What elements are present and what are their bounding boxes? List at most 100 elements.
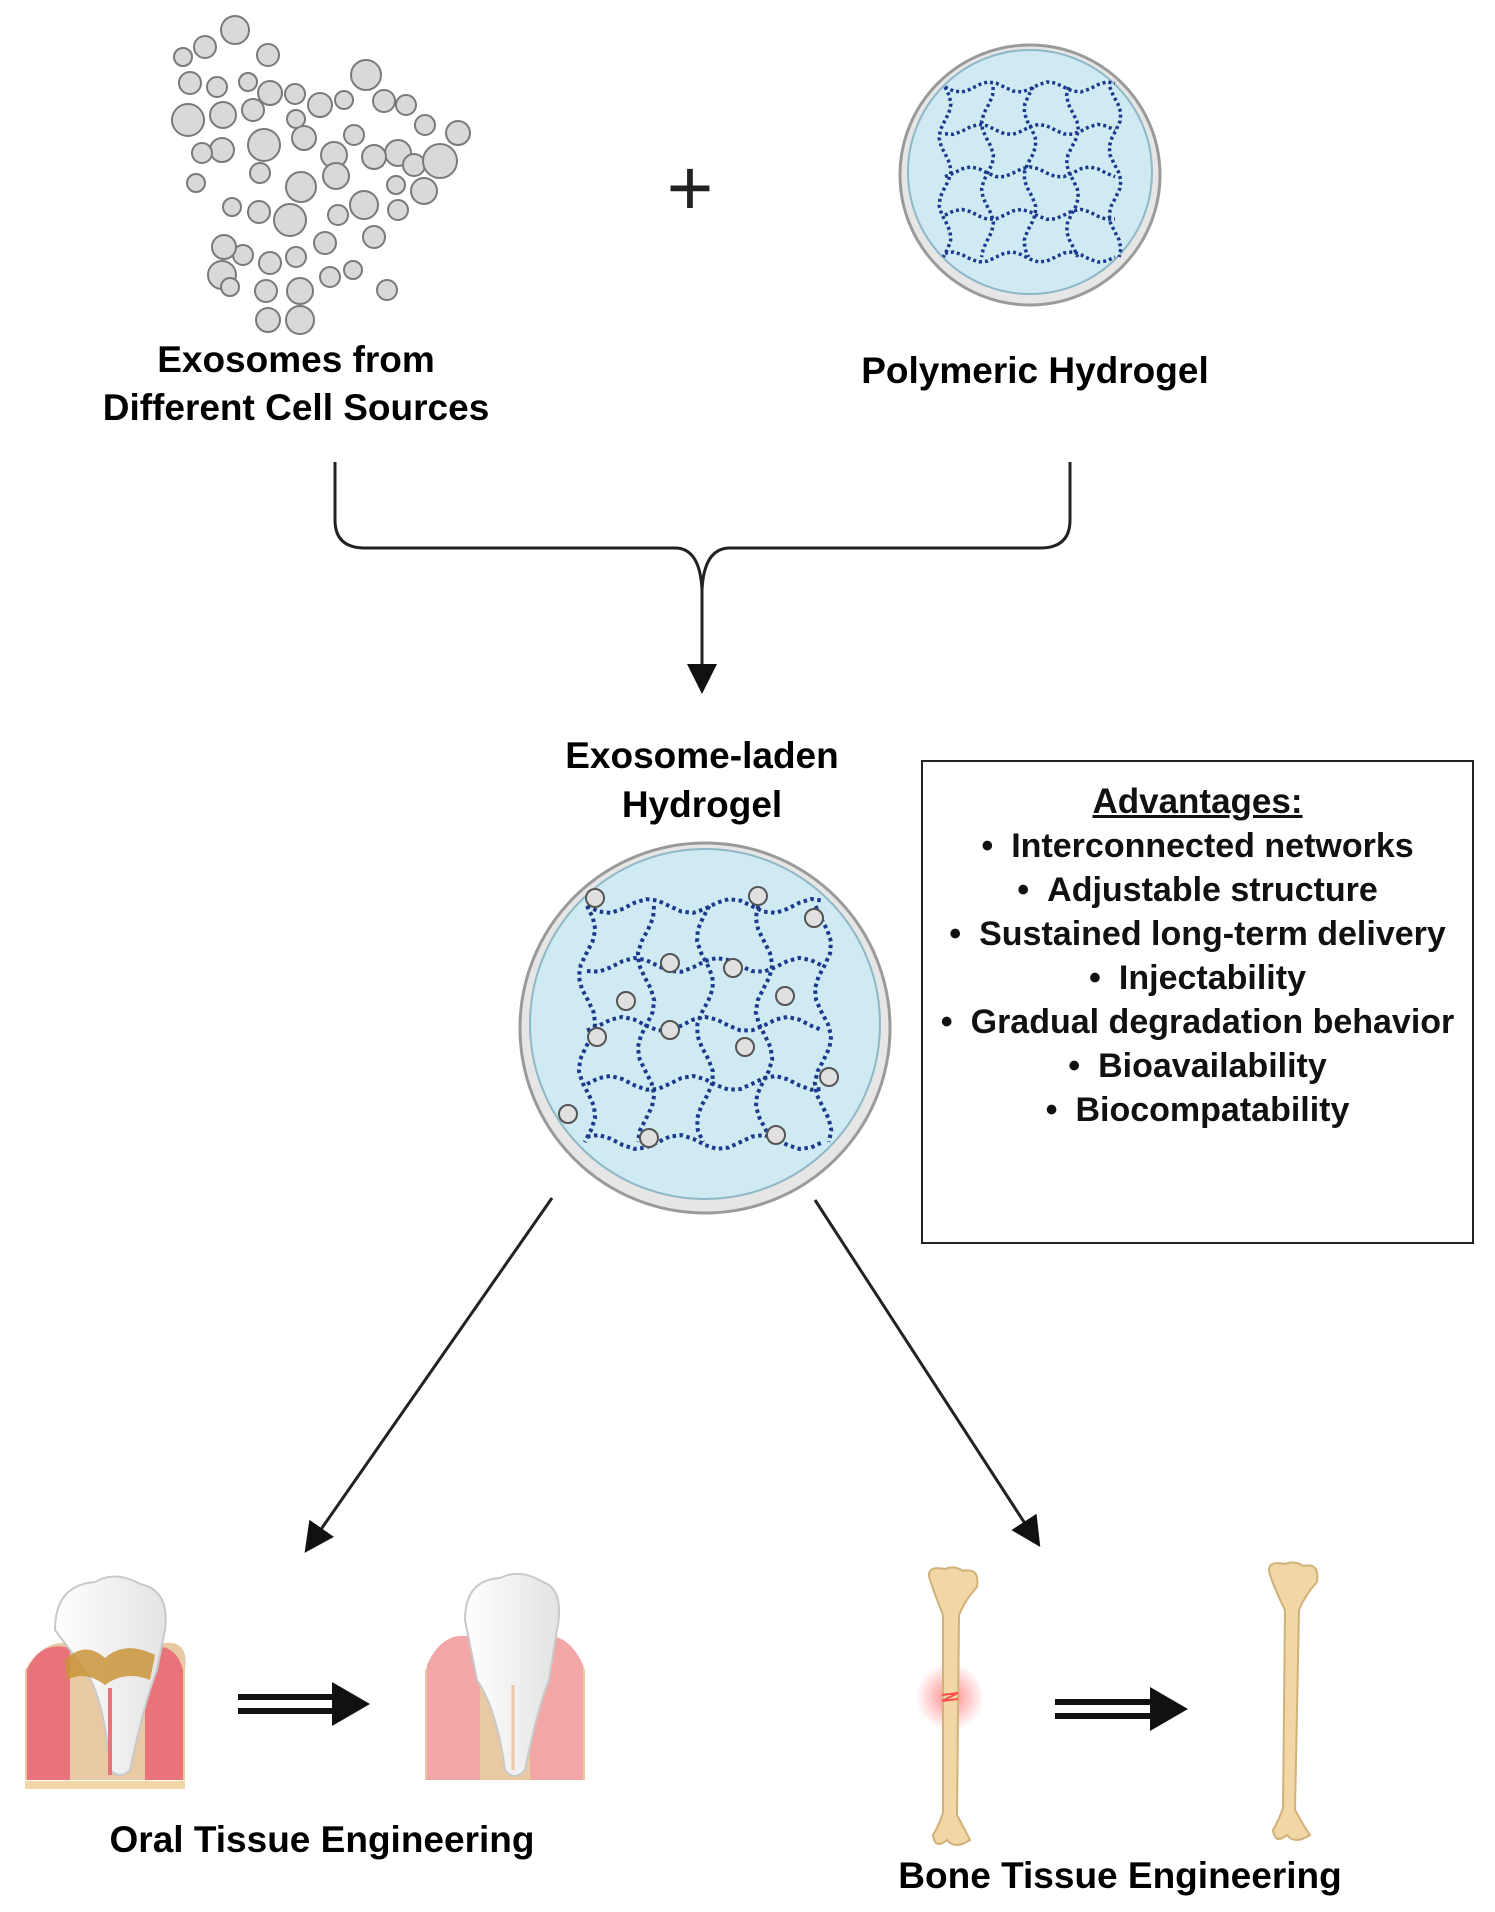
- oral-progress-arrow: [238, 1682, 370, 1726]
- advantage-item: Interconnected networks: [923, 824, 1472, 868]
- embedded-exosome: [587, 1027, 607, 1047]
- embedded-exosome: [775, 986, 795, 1006]
- network-strand: [576, 905, 598, 1143]
- exosome-bubble: [241, 98, 265, 122]
- exosome-bubble: [238, 72, 258, 92]
- network-strand: [695, 905, 715, 1143]
- diseased-tooth-icon: [25, 1575, 186, 1789]
- network-strand: [1022, 86, 1038, 258]
- network-strand: [944, 250, 1116, 264]
- exosome-bubble: [387, 199, 409, 221]
- advantages-box: Advantages: Interconnected networksAdjus…: [921, 760, 1474, 1244]
- exosome-bubble: [319, 266, 341, 288]
- arrow-to-oral: [304, 1197, 554, 1553]
- exosome-bubble: [220, 15, 250, 45]
- exosome-bubble: [414, 114, 436, 136]
- network-strand: [1064, 86, 1081, 258]
- advantages-title: Advantages:: [1092, 782, 1303, 821]
- arrow-to-bone: [813, 1199, 1041, 1548]
- exosome-bubble: [178, 71, 202, 95]
- healthy-tooth-icon: [425, 1572, 585, 1780]
- embedded-exosome: [639, 1128, 659, 1148]
- embedded-exosome: [616, 991, 636, 1011]
- embedded-exosome: [660, 953, 680, 973]
- network-strand: [944, 80, 1116, 94]
- hydrogel-label: Polymeric Hydrogel: [861, 350, 1209, 391]
- oral-label: Oral Tissue Engineering: [110, 1819, 535, 1860]
- bone-label: Bone Tissue Engineering: [898, 1855, 1341, 1896]
- laden-label-line2: Hydrogel: [622, 784, 782, 825]
- exosome-bubble: [284, 83, 306, 105]
- healed-bone-icon: [1268, 1561, 1319, 1841]
- network-strand: [586, 1014, 824, 1033]
- exosome-bubble: [313, 231, 337, 255]
- exosome-bubble: [343, 260, 363, 280]
- laden-label-line1: Exosome-laden: [565, 735, 838, 776]
- network-strand: [1107, 86, 1123, 258]
- advantages-list: Interconnected networksAdjustable struct…: [923, 824, 1472, 1132]
- exosome-bubble: [206, 76, 228, 98]
- exosome-bubble: [249, 162, 271, 184]
- exosomes-label-line1: Exosomes from: [157, 339, 435, 380]
- network-strand: [944, 207, 1116, 222]
- advantage-item: Biocompatability: [923, 1088, 1472, 1132]
- embedded-exosome: [585, 888, 605, 908]
- exosome-bubble: [395, 94, 417, 116]
- exosome-bubble: [209, 101, 237, 129]
- exosome-bubble: [273, 203, 307, 237]
- network-strand: [979, 86, 996, 258]
- embedded-exosome: [766, 1125, 786, 1145]
- exosome-bubble: [422, 143, 458, 179]
- exosome-bubble: [291, 125, 317, 151]
- exosome-bubble: [211, 234, 237, 260]
- exosome-bubble: [350, 59, 382, 91]
- exosome-bubble: [386, 175, 406, 195]
- exosome-bubble: [256, 43, 280, 67]
- network-strand: [937, 86, 953, 258]
- network-strand: [753, 905, 775, 1143]
- exosome-bubble: [193, 35, 217, 59]
- exosome-bubble: [254, 279, 278, 303]
- fractured-bone-icon: [916, 1566, 984, 1846]
- exosome-bubble: [222, 197, 242, 217]
- exosome-bubble: [322, 162, 350, 190]
- exosome-bubble: [307, 92, 333, 118]
- exosome-bubble: [410, 177, 438, 205]
- exosome-bubble: [285, 246, 307, 268]
- exosome-cluster-icon: [171, 15, 471, 335]
- exosomes-label-line2: Different Cell Sources: [103, 387, 490, 428]
- advantage-item: Injectability: [923, 956, 1472, 1000]
- exosome-bubble: [220, 277, 240, 297]
- exosome-bubble: [255, 307, 281, 333]
- exosome-bubble: [285, 171, 317, 203]
- exosome-bubble: [361, 144, 387, 170]
- exosome-bubble: [247, 200, 271, 224]
- exosome-bubble: [285, 305, 315, 335]
- embedded-exosome: [660, 1020, 680, 1040]
- embedded-exosome: [723, 958, 743, 978]
- exosome-bubble: [247, 128, 281, 162]
- exosome-bubble: [186, 173, 206, 193]
- advantage-item: Gradual degradation behavior: [923, 1000, 1472, 1044]
- exosome-bubble: [171, 103, 205, 137]
- exosome-bubble: [376, 279, 398, 301]
- embedded-exosome: [804, 908, 824, 928]
- exosome-bubble: [257, 80, 283, 106]
- exosome-bubble: [445, 120, 471, 146]
- network-strand: [944, 165, 1116, 179]
- bone-progress-arrow: [1055, 1687, 1188, 1731]
- exosome-bubble: [372, 89, 396, 113]
- exosome-bubble: [349, 190, 379, 220]
- exosome-bubble: [173, 47, 193, 67]
- exosome-bubble: [286, 277, 314, 305]
- exosome-bubble: [191, 142, 213, 164]
- exosome-laden-hydrogel-icon: [518, 841, 892, 1215]
- network-strand: [635, 905, 657, 1143]
- embedded-exosome: [735, 1037, 755, 1057]
- exosome-bubble: [343, 124, 365, 146]
- network-strand: [812, 905, 834, 1143]
- advantage-item: Bioavailability: [923, 1044, 1472, 1088]
- exosome-bubble: [362, 225, 386, 249]
- embedded-exosome: [819, 1067, 839, 1087]
